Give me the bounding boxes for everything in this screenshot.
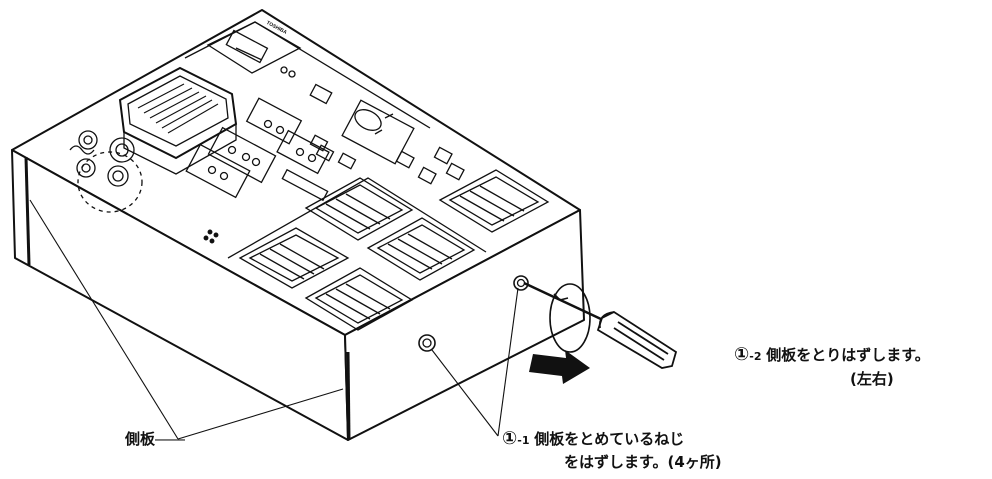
rotation-arrow (549, 283, 591, 353)
leader-lines (29, 199, 519, 440)
removal-arrow-icon (529, 350, 590, 384)
step2-text-line2: (左右) (850, 370, 894, 388)
step1-suffix: -1 (517, 434, 530, 447)
step2-instruction: ①-2 側板をとりはずします。 (734, 345, 930, 367)
step2-text-line1: 側板をとりはずします。 (766, 346, 930, 364)
console-panel (69, 21, 550, 352)
step1-number: ① (502, 428, 518, 449)
screw-hole-rear (513, 275, 529, 291)
side-plate-dash: ―― (155, 430, 186, 448)
screw-hole-front (418, 334, 436, 352)
screwdriver (523, 281, 678, 369)
step1-instruction: ①-1 側板をとめているねじ (502, 429, 684, 451)
console-right-face (344, 209, 585, 441)
side-plate-text: 側板 (125, 430, 156, 448)
step1-text-line2: をはずします。(4ヶ所) (564, 453, 722, 471)
step2-suffix: -2 (749, 350, 762, 363)
side-plate-label: 側板―― (125, 429, 185, 449)
step2-number: ① (734, 344, 750, 365)
step1-text-line1: 側板をとめているねじ (534, 430, 685, 448)
